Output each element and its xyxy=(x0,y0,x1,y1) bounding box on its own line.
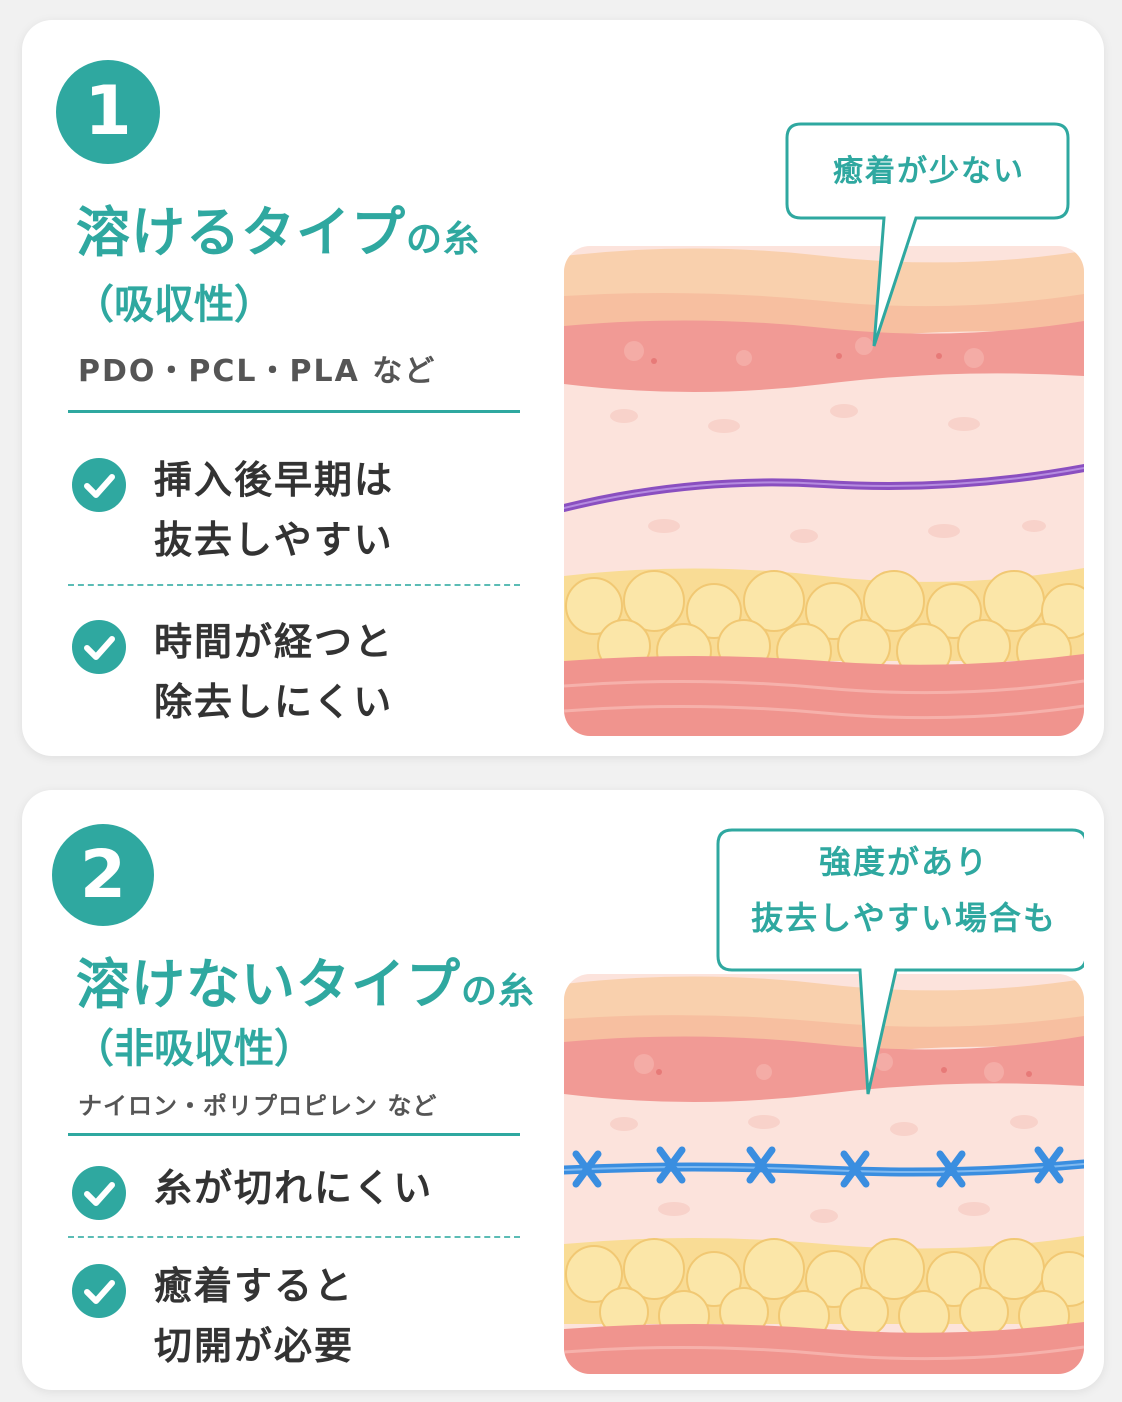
divider-line xyxy=(68,410,520,413)
callout-text: 強度があり 抜去しやすい場合も xyxy=(751,843,1057,937)
muscle-layer xyxy=(564,654,1084,736)
callout-text: 癒着が少ない xyxy=(833,154,1025,189)
title-suffix: の糸 xyxy=(461,971,536,1012)
feature-text: 挿入後早期は 抜去しやすい xyxy=(154,458,395,562)
skin-cross-section xyxy=(564,122,1084,736)
feature-text: 癒着すると 切開が必要 xyxy=(154,1264,355,1368)
skin-layer-illustration: 強度があり 抜去しやすい場合も xyxy=(564,824,1088,1384)
check-icon xyxy=(72,1264,126,1318)
panel-subtitle: （吸収性） xyxy=(74,282,274,328)
number-badge: 1 xyxy=(56,60,160,164)
callout-bubble xyxy=(785,122,1070,347)
feature-text: 糸が切れにくい xyxy=(154,1166,434,1210)
feature-text: 時間が経つと 除去しにくい xyxy=(154,620,395,724)
dermis-layer xyxy=(564,1036,1084,1102)
panel-subtitle: （非吸収性） xyxy=(74,1026,314,1072)
check-icon xyxy=(72,1166,126,1220)
dermis-layer xyxy=(564,320,1084,392)
materials-text: PDO・PCL・PLA など xyxy=(78,354,437,389)
title-main: 溶けないタイプ xyxy=(76,953,461,1016)
number-badge: 2 xyxy=(52,824,154,926)
dashed-divider xyxy=(68,584,520,586)
panel-title: 溶けるタイプの糸 xyxy=(76,188,480,267)
title-main: 溶けるタイプ xyxy=(76,201,406,264)
skin-layer-illustration: 癒着が少ない xyxy=(564,106,1084,736)
divider-line xyxy=(68,1133,520,1136)
check-icon xyxy=(72,620,126,674)
thread-barbs xyxy=(572,1146,1064,1188)
panel-absorbable: 1 溶けるタイプの糸 （吸収性） PDO・PCL・PLA など 挿入後早期は 抜… xyxy=(22,20,1104,756)
materials-text: ナイロン・ポリプロピレン など xyxy=(78,1092,438,1120)
check-icon xyxy=(72,458,126,512)
dashed-divider xyxy=(68,1236,520,1238)
panel-non-absorbable: 2 溶けないタイプの糸 （非吸収性） ナイロン・ポリプロピレン など 糸が切れに… xyxy=(22,790,1104,1390)
title-suffix: の糸 xyxy=(406,219,481,260)
skin-cross-section xyxy=(564,828,1088,1374)
panel-title: 溶けないタイプの糸 xyxy=(76,940,535,1019)
